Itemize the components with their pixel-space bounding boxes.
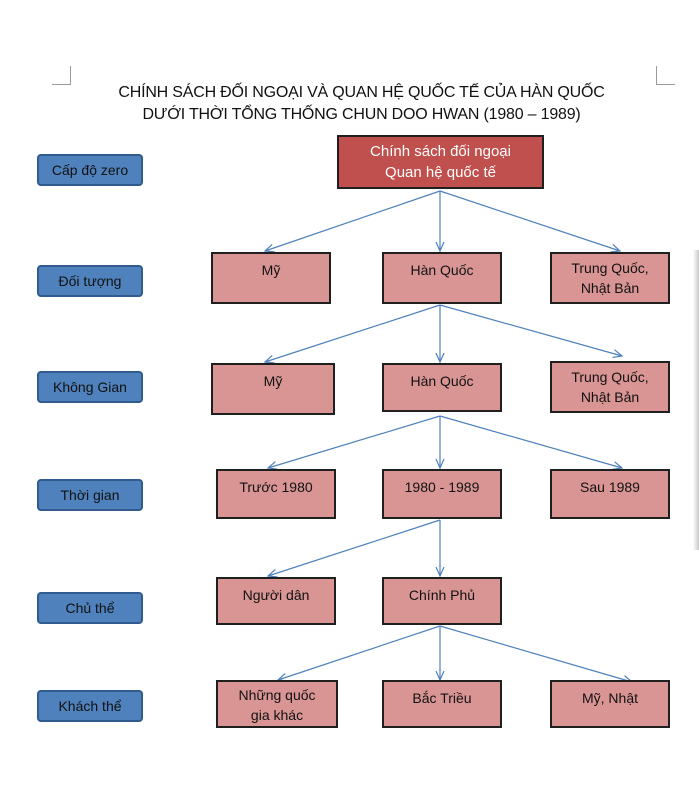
level-label-khach-the: Khách thể xyxy=(37,690,143,722)
level-label-khong-gian: Không Gian xyxy=(37,371,143,403)
node-chuthe-nguoidan: Người dân xyxy=(216,577,336,625)
page-corner-mark-right xyxy=(656,66,675,85)
node-label: Mỹ xyxy=(261,262,281,278)
node-doituong-hanquoc: Hàn Quốc xyxy=(382,252,502,304)
node-doituong-my: Mỹ xyxy=(211,252,331,304)
node-khonggian-trungquoc-nhatban: Trung Quốc, Nhật Bản xyxy=(550,361,670,413)
node-label-line2: Nhật Bản xyxy=(580,280,640,296)
node-khachthe-nhungquocgiakhac: Những quốc gia khác xyxy=(216,680,338,728)
arrow-chuthe-to-mynhat xyxy=(439,625,632,682)
arrow-khonggian-to-truoc1980 xyxy=(268,415,441,468)
node-label: Hàn Quốc xyxy=(410,373,474,389)
node-label-line1: Trung Quốc, xyxy=(571,260,649,276)
node-label: 1980 - 1989 xyxy=(404,479,480,495)
arrow-doituong-to-trungquoc xyxy=(439,304,622,356)
level-label-cap-do-zero: Cấp độ zero xyxy=(37,154,143,186)
diagram-title-line1: CHÍNH SÁCH ĐỐI NGOẠI VÀ QUAN HỆ QUỐC TẾ … xyxy=(118,84,605,101)
node-chuthe-chinhphu: Chính Phủ xyxy=(382,577,502,625)
node-label-line1: Trung Quốc, xyxy=(571,369,649,385)
arrow-thoigian-to-nguoidan xyxy=(268,519,441,576)
node-label-line2: Nhật Bản xyxy=(580,389,640,405)
level-label-doi-tuong: Đối tượng xyxy=(37,265,143,297)
node-label: Bắc Triều xyxy=(412,690,472,706)
arrow-root-to-trungquoc xyxy=(439,190,620,251)
node-label-line2: gia khác xyxy=(250,707,304,723)
node-label: Sau 1989 xyxy=(580,479,640,495)
node-label: Trước 1980 xyxy=(239,479,313,495)
arrow-chuthe-to-nhungquocgia xyxy=(278,625,441,680)
node-thoigian-1980-1989: 1980 - 1989 xyxy=(382,469,502,519)
node-label: Mỹ, Nhật xyxy=(581,690,638,706)
node-label: Mỹ xyxy=(263,373,283,389)
node-khonggian-hanquoc: Hàn Quốc xyxy=(382,363,502,412)
node-label: Người dân xyxy=(242,587,310,603)
node-khonggian-my: Mỹ xyxy=(211,363,335,415)
node-khachthe-mynhat: Mỹ, Nhật xyxy=(550,680,670,728)
node-thoigian-sau-1989: Sau 1989 xyxy=(550,469,670,519)
node-khachthe-bactrieu: Bắc Triều xyxy=(382,680,502,728)
node-doituong-trungquoc-nhatban: Trung Quốc, Nhật Bản xyxy=(550,252,670,304)
page-corner-mark-left xyxy=(52,66,71,85)
root-node: Chính sách đối ngoại Quan hệ quốc tế xyxy=(337,135,544,189)
arrow-root-to-my xyxy=(265,190,441,251)
arrow-khonggian-to-sau1989 xyxy=(439,415,622,468)
node-label: Chính Phủ xyxy=(408,587,476,603)
root-node-line1: Chính sách đối ngoại xyxy=(370,143,511,160)
level-label-chu-the: Chủ thể xyxy=(37,592,143,624)
level-label-thoi-gian: Thời gian xyxy=(37,479,143,511)
node-label: Hàn Quốc xyxy=(410,262,474,278)
diagram-title-line2: DƯỚI THỜI TỔNG THỐNG CHUN DOO HWAN (1980… xyxy=(142,106,581,123)
node-thoigian-truoc-1980: Trước 1980 xyxy=(216,469,336,519)
arrow-doituong-to-my xyxy=(265,304,441,362)
root-node-line2: Quan hệ quốc tế xyxy=(385,164,496,181)
page-edge-shadow xyxy=(693,250,699,550)
node-label-line1: Những quốc xyxy=(238,687,316,703)
